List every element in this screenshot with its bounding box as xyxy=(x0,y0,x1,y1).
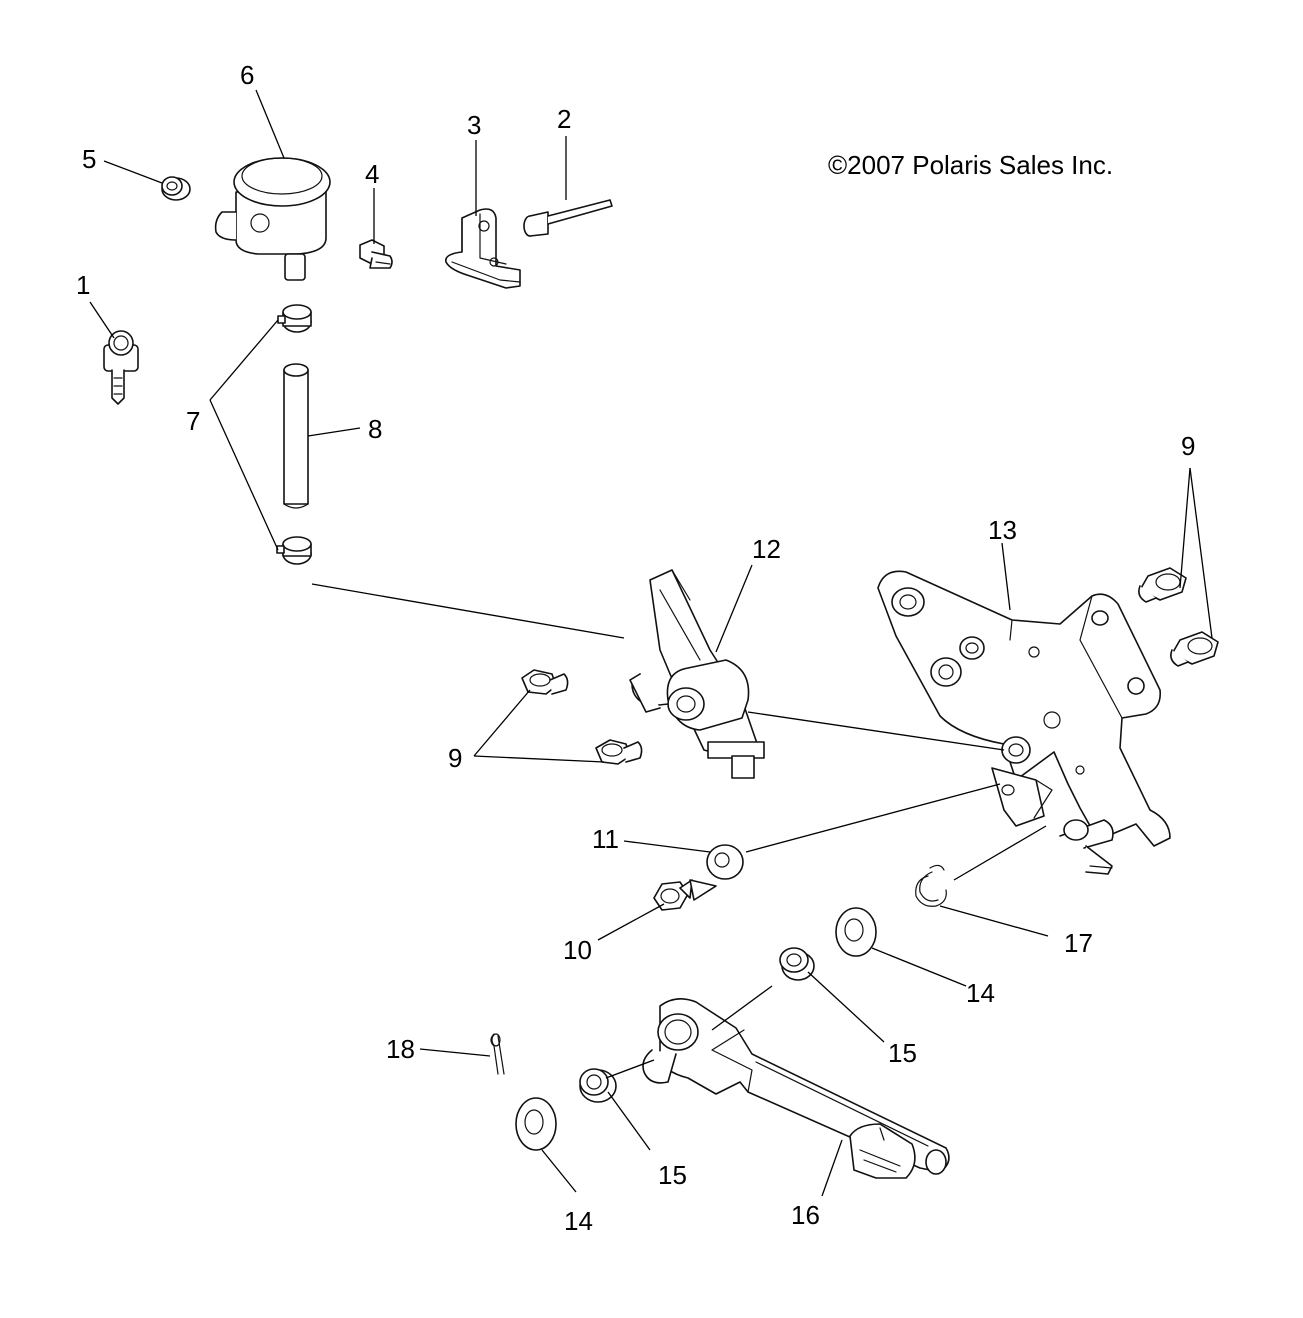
part-9-bolt-right-upper xyxy=(1138,567,1187,603)
part-18-cotter-pin xyxy=(490,1033,505,1075)
part-4-bolt xyxy=(359,239,393,269)
part-8-hose xyxy=(283,363,309,509)
part-11-washer xyxy=(706,844,744,880)
callout-8: 8 xyxy=(368,414,382,444)
part-15-bushing-lower xyxy=(579,1068,617,1103)
callout-18: 18 xyxy=(386,1034,415,1064)
part-7-clamp-bottom xyxy=(276,536,312,565)
callout-9-right: 9 xyxy=(1181,431,1195,461)
part-9-bolt-left-lower xyxy=(595,739,643,765)
callout-14-upper: 14 xyxy=(966,978,995,1008)
callout-3: 3 xyxy=(467,110,481,140)
callout-11: 11 xyxy=(592,824,619,854)
part-6-reservoir xyxy=(214,157,331,281)
callout-15-upper: 15 xyxy=(888,1038,917,1068)
part-10-screw xyxy=(653,879,717,911)
callout-16: 16 xyxy=(791,1200,820,1230)
callout-5: 5 xyxy=(82,144,96,174)
callout-17: 17 xyxy=(1064,928,1093,958)
callout-12: 12 xyxy=(752,534,781,564)
callout-6: 6 xyxy=(240,60,254,90)
callout-labels: 1 2 3 4 5 6 7 8 9 9 10 11 12 13 14 14 15… xyxy=(76,60,1195,1236)
callout-9-left: 9 xyxy=(448,743,462,773)
part-2-pin xyxy=(523,199,613,237)
copyright-text: ©2007 Polaris Sales Inc. xyxy=(828,150,1113,180)
callout-4: 4 xyxy=(365,159,379,189)
part-1-fitting xyxy=(103,330,139,405)
part-12-master-cylinder xyxy=(629,569,765,779)
callout-7: 7 xyxy=(186,406,200,436)
part-7-clamp-top xyxy=(277,304,312,333)
part-14-washer-lower xyxy=(515,1097,557,1151)
part-15-bushing-upper xyxy=(779,947,815,981)
part-3-bracket xyxy=(445,208,521,289)
part-13-mounting-bracket xyxy=(877,570,1171,875)
callout-13: 13 xyxy=(988,515,1017,545)
part-9-bolt-left-upper xyxy=(521,669,569,695)
callout-14-lower: 14 xyxy=(564,1206,593,1236)
callout-2: 2 xyxy=(557,104,571,134)
leader-lines xyxy=(89,89,1213,1197)
callout-15-lower: 15 xyxy=(658,1160,687,1190)
part-14-washer-upper xyxy=(835,907,877,957)
part-9-bolt-right-lower xyxy=(1170,631,1219,667)
callout-1: 1 xyxy=(76,270,90,300)
part-17-spring xyxy=(915,864,947,907)
callout-10: 10 xyxy=(563,935,592,965)
part-5-grommet xyxy=(161,176,191,201)
part-16-brake-pedal xyxy=(642,998,950,1179)
